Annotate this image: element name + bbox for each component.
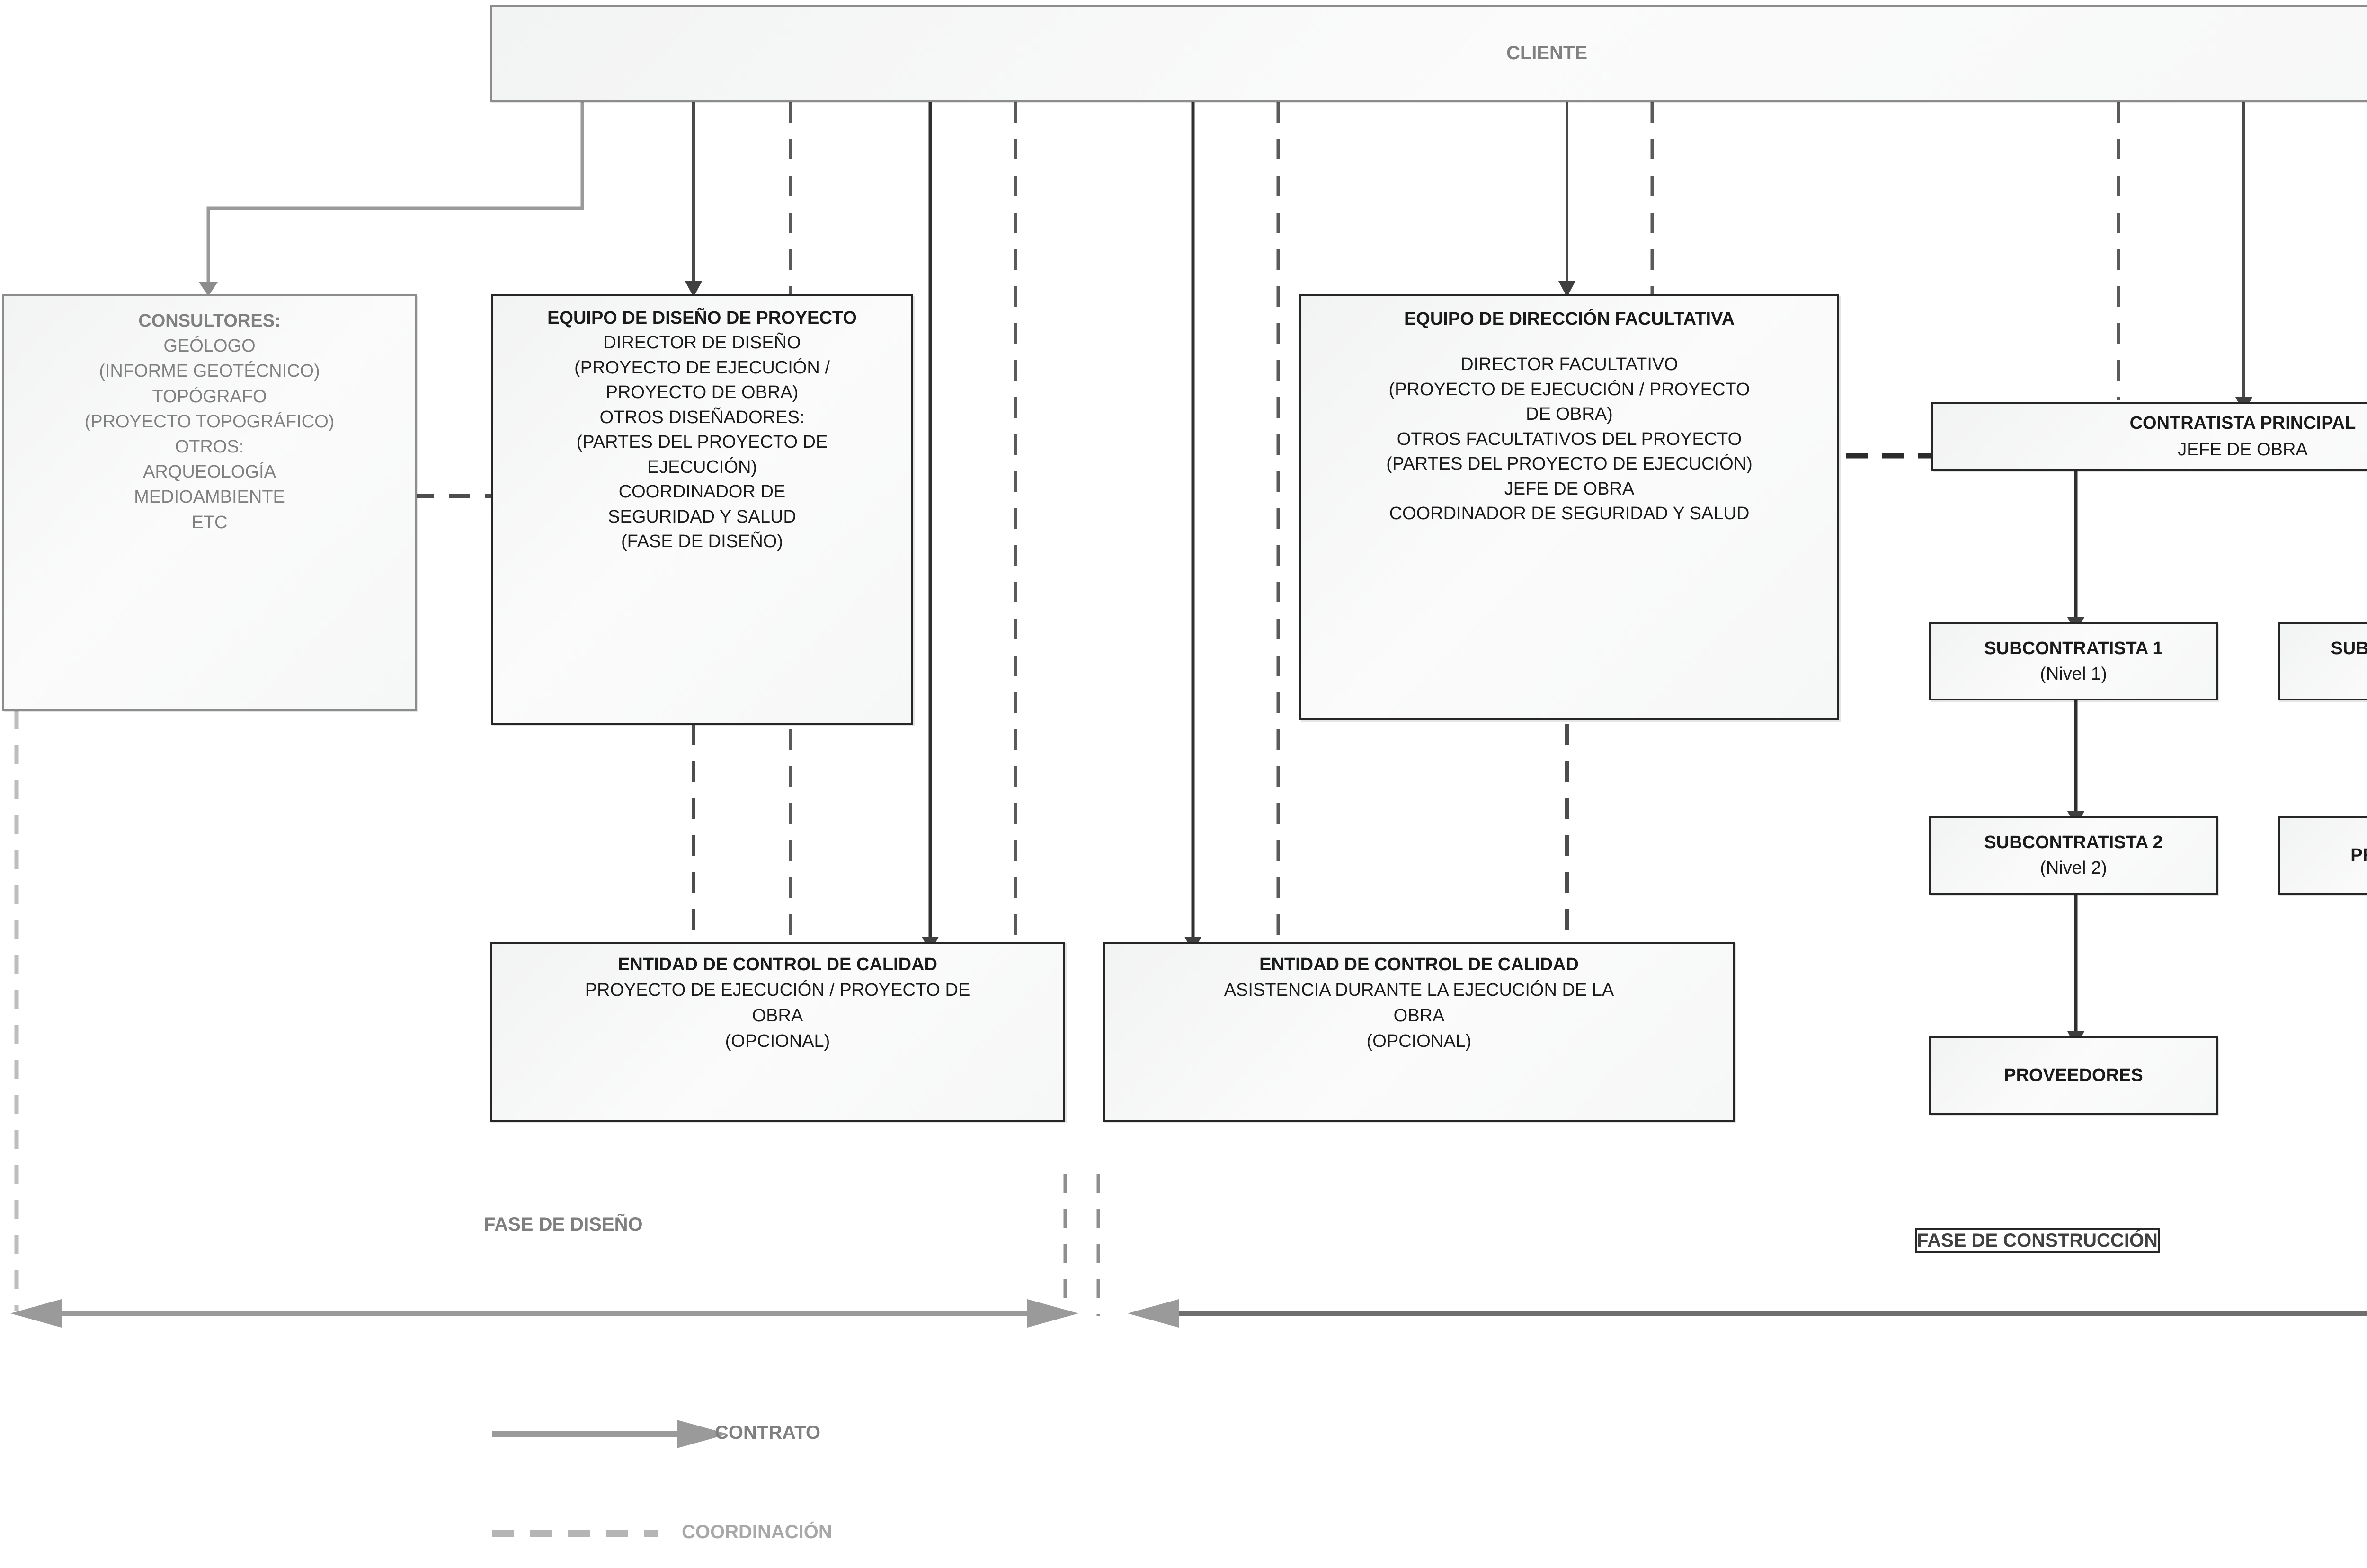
node-consultores-line-5: ARQUEOLOGÍA xyxy=(143,462,276,482)
node-equipo-df-line-1: (PROYECTO DE EJECUCIÓN / PROYECTO xyxy=(1388,379,1750,399)
node-equipo-df-title: EQUIPO DE DIRECCIÓN FACULTATIVA xyxy=(1404,309,1735,329)
legend-label-coordinacion: COORDINACIÓN xyxy=(682,1522,832,1542)
node-equipo-diseno-line-6: COORDINADOR DE xyxy=(618,482,786,502)
node-subcontratista-2[interactable]: SUBCONTRATISTA 2 (Nivel 2) xyxy=(1929,816,2218,895)
node-equipo-diseno-line-3: OTROS DISEÑADORES: xyxy=(599,407,805,427)
node-equipo-df-line-5: JEFE DE OBRA xyxy=(1504,478,1635,499)
node-entidad-cc-obra-line-1: OBRA xyxy=(1393,1005,1445,1026)
phase-label-construction: FASE DE CONSTRUCCIÓN xyxy=(1915,1228,2160,1253)
node-consultores-title: CONSULTORES: xyxy=(138,311,281,331)
node-equipo-diseno[interactable]: EQUIPO DE DISEÑO DE PROYECTO DIRECTOR DE… xyxy=(491,294,913,725)
node-equipo-df-line-6: COORDINADOR DE SEGURIDAD Y SALUD xyxy=(1389,504,1750,524)
node-proveedores-izquierda-title: PROVEEDORES xyxy=(2004,1065,2143,1085)
node-equipo-diseno-line-7: SEGURIDAD Y SALUD xyxy=(608,506,796,527)
node-proveedores-izquierda[interactable]: PROVEEDORES xyxy=(1929,1036,2218,1115)
legend-label-contrato: CONTRATO xyxy=(715,1422,820,1443)
node-proveedores-derecha-title: PROVEEDORES xyxy=(2350,845,2367,865)
node-proveedores-derecha[interactable]: PROVEEDORES xyxy=(2278,816,2367,895)
node-contratista-line-0: JEFE DE OBRA xyxy=(2178,439,2308,460)
node-contratista-title: CONTRATISTA PRINCIPAL xyxy=(2129,413,2356,434)
node-entidad-cc-diseno-line-2: (OPCIONAL) xyxy=(725,1031,830,1051)
node-subcontratista-2-line-0: (Nivel 2) xyxy=(2040,858,2107,878)
node-entidad-cc-diseno-line-1: OBRA xyxy=(752,1005,803,1026)
node-entidad-cc-diseno-line-0: PROYECTO DE EJECUCIÓN / PROYECTO DE xyxy=(585,980,970,1000)
node-contratista-principal[interactable]: CONTRATISTA PRINCIPAL JEFE DE OBRA xyxy=(1931,402,2367,471)
node-entidad-control-calidad-diseno[interactable]: ENTIDAD DE CONTROL DE CALIDAD PROYECTO D… xyxy=(490,942,1065,1122)
phase-label-design: FASE DE DISEÑO xyxy=(484,1214,643,1235)
node-entidad-control-calidad-obra[interactable]: ENTIDAD DE CONTROL DE CALIDAD ASISTENCIA… xyxy=(1103,942,1735,1122)
node-consultores-line-3: (PROYECTO TOPOGRÁFICO) xyxy=(84,411,335,432)
node-equipo-diseno-line-2: PROYECTO DE OBRA) xyxy=(605,382,799,403)
node-subcontratista-1[interactable]: SUBCONTRATISTA 1 (Nivel 1) xyxy=(1929,622,2218,700)
node-subcontratista-1-line-0: (Nivel 1) xyxy=(2040,664,2107,684)
node-cliente[interactable]: CLIENTE xyxy=(490,5,2367,102)
node-subcontratista-2-title: SUBCONTRATISTA 2 xyxy=(1984,832,2163,852)
node-consultores-line-1: (INFORME GEOTÉCNICO) xyxy=(99,361,320,381)
legend-symbols xyxy=(492,1420,728,1537)
node-consultores[interactable]: CONSULTORES: GEÓLOGO (INFORME GEOTÉCNICO… xyxy=(2,294,417,711)
node-subcontratista-3[interactable]: SUBCONTRATISTA 3 (Nivel 1) xyxy=(2278,622,2367,700)
node-entidad-cc-obra-line-0: ASISTENCIA DURANTE LA EJECUCIÓN DE LA xyxy=(1224,980,1614,1000)
node-consultores-line-4: OTROS: xyxy=(175,436,244,457)
node-cliente-title: CLIENTE xyxy=(1506,43,1588,63)
node-consultores-line-2: TOPÓGRAFO xyxy=(152,386,267,407)
node-equipo-df-line-2: DE OBRA) xyxy=(1526,404,1613,425)
node-consultores-line-7: ETC xyxy=(191,512,228,532)
node-subcontratista-1-title: SUBCONTRATISTA 1 xyxy=(1984,638,2163,658)
node-equipo-df-line-4: (PARTES DEL PROYECTO DE EJECUCIÓN) xyxy=(1386,454,1753,474)
node-equipo-diseno-line-8: (FASE DE DISEÑO) xyxy=(621,531,783,551)
node-equipo-diseno-title: EQUIPO DE DISEÑO DE PROYECTO xyxy=(547,308,857,328)
node-equipo-diseno-line-1: (PROYECTO DE EJECUCIÓN / xyxy=(574,357,830,378)
node-entidad-cc-obra-line-2: (OPCIONAL) xyxy=(1366,1031,1472,1051)
node-equipo-df-line-0: DIRECTOR FACULTATIVO xyxy=(1460,354,1678,375)
node-entidad-cc-obra-title: ENTIDAD DE CONTROL DE CALIDAD xyxy=(1259,955,1579,974)
node-equipo-diseno-line-5: EJECUCIÓN) xyxy=(647,457,757,477)
node-subcontratista-3-title: SUBCONTRATISTA 3 xyxy=(2331,638,2367,658)
node-entidad-cc-diseno-title: ENTIDAD DE CONTROL DE CALIDAD xyxy=(618,955,937,974)
node-equipo-diseno-line-0: DIRECTOR DE DISEÑO xyxy=(603,333,801,353)
node-consultores-line-6: MEDIOAMBIENTE xyxy=(134,487,285,507)
node-equipo-direccion-facultativa[interactable]: EQUIPO DE DIRECCIÓN FACULTATIVA DIRECTOR… xyxy=(1299,294,1839,720)
node-equipo-diseno-line-4: (PARTES DEL PROYECTO DE xyxy=(576,432,828,452)
node-equipo-df-line-3: OTROS FACULTATIVOS DEL PROYECTO xyxy=(1397,429,1742,449)
node-consultores-line-0: GEÓLOGO xyxy=(163,336,256,356)
